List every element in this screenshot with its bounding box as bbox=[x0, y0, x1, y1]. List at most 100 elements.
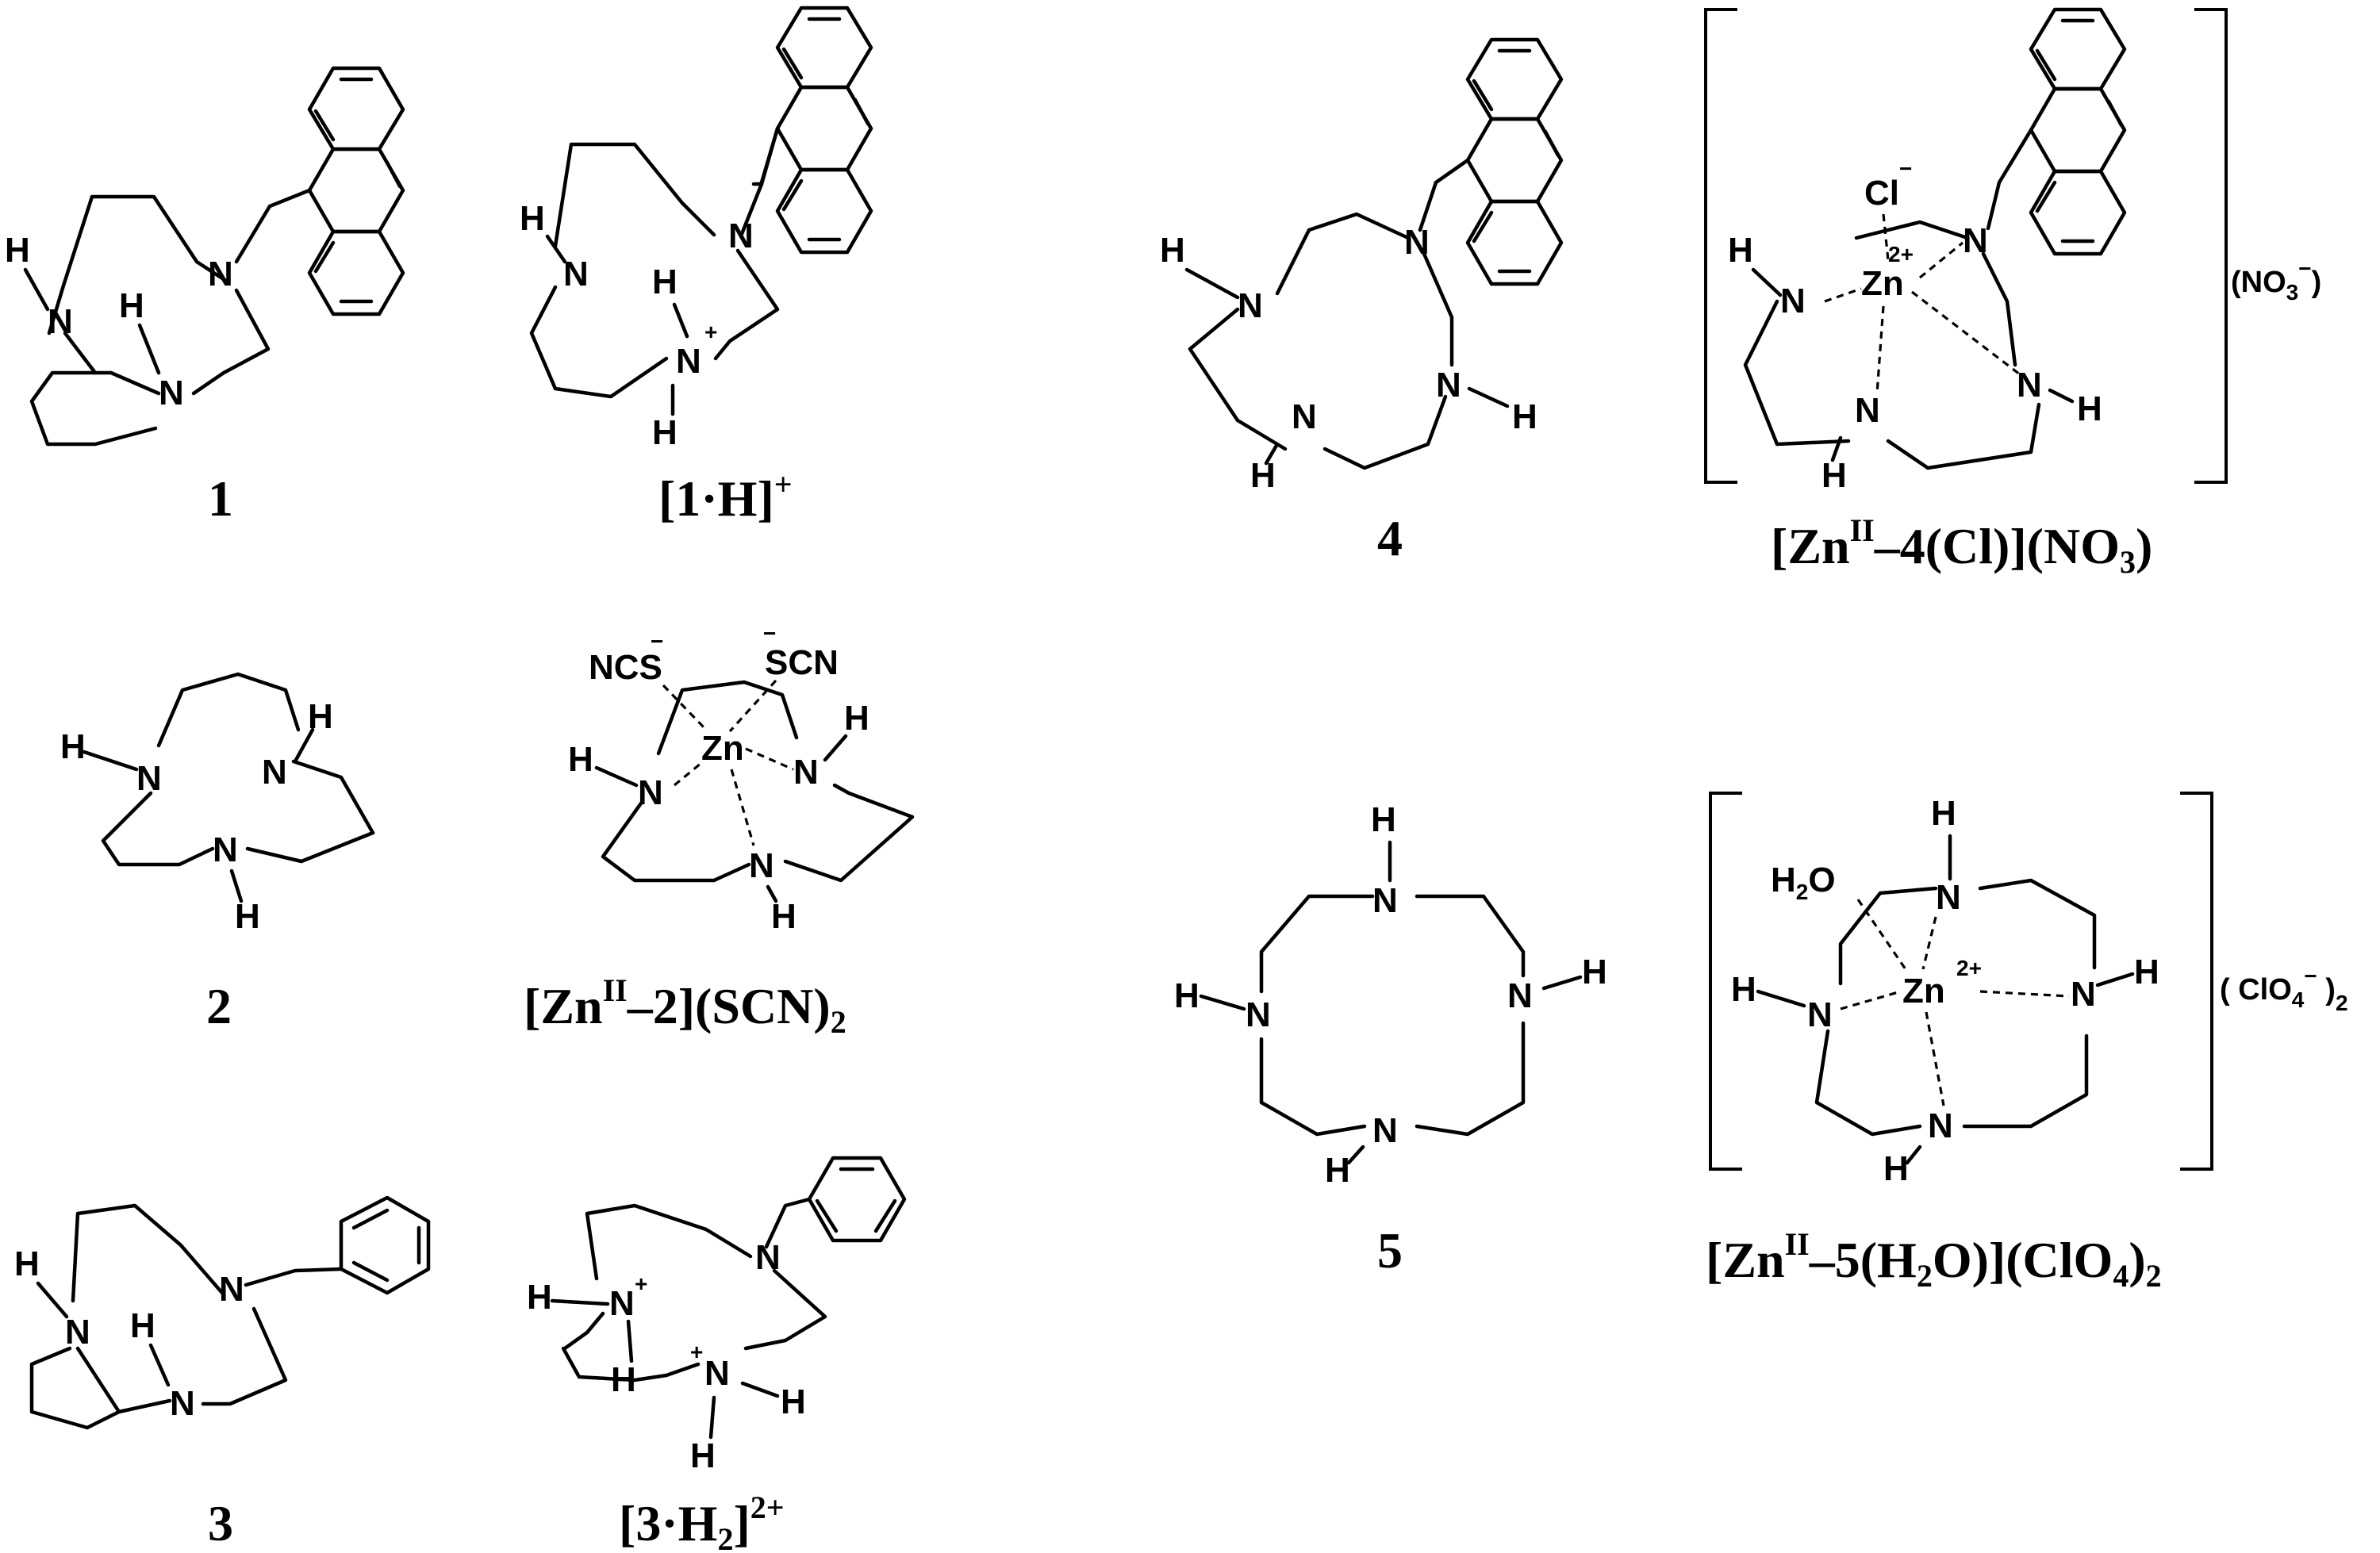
hydrogen-atom: H bbox=[130, 1306, 155, 1345]
chloride-atom: Cl bbox=[1864, 174, 1899, 213]
hydrogen-atom: H bbox=[2134, 953, 2159, 991]
hydrogen-atom: H bbox=[1174, 976, 1200, 1015]
hydrogen-atom: H bbox=[611, 1360, 636, 1399]
zinc-charge: 2+ bbox=[1956, 956, 1982, 980]
zinc-atom: Zn bbox=[701, 729, 744, 768]
nitrogen-atom: N bbox=[1372, 1111, 1398, 1150]
compound-label-1: 1 bbox=[208, 470, 233, 527]
structure-3: N N N H H bbox=[14, 1195, 431, 1430]
hydrogen-atom: H bbox=[1160, 231, 1185, 270]
compound-label-5: 5 bbox=[1377, 1222, 1403, 1279]
nitrogen-atom: N bbox=[170, 1384, 195, 1423]
plus-charge: + bbox=[690, 1340, 703, 1364]
hydrogen-atom: H bbox=[235, 897, 260, 936]
compound-label-zn2: [ZnII–2](SCN)2 bbox=[524, 972, 846, 1040]
water-ligand: H2O bbox=[1771, 861, 1836, 904]
nitrogen-atom: N bbox=[1404, 223, 1430, 262]
hydrogen-atom: H bbox=[1931, 794, 1956, 833]
hydrogen-atom: H bbox=[5, 231, 30, 270]
compound-label-zn5: [ZnII–5(H2O)](ClO4)2 bbox=[1706, 1226, 2162, 1294]
hydrogen-atom: H bbox=[520, 199, 545, 238]
nitrogen-atom: N bbox=[1246, 995, 1271, 1034]
hydrogen-atom: H bbox=[1325, 1151, 1350, 1190]
compound-label-zn4: [ZnII–4(Cl)](NO3) bbox=[1771, 512, 2152, 580]
nitrogen-atom: N bbox=[1507, 976, 1533, 1015]
nitrogen-atom: N bbox=[2017, 366, 2042, 405]
compound-label-1H: [1·H]+ bbox=[658, 466, 793, 527]
nitrogen-atom: N bbox=[48, 302, 73, 341]
nitrogen-atom: N bbox=[208, 255, 233, 293]
hydrogen-atom: H bbox=[1512, 397, 1537, 436]
zinc-atom: Zn bbox=[1861, 264, 1904, 303]
structure-3H2: N N N + + H H H H bbox=[527, 1156, 907, 1475]
hydrogen-atom: H bbox=[844, 699, 869, 738]
thiocyanate-ncs: NCS bbox=[589, 648, 662, 687]
hydrogen-atom: H bbox=[119, 286, 144, 325]
structure-1H: N N N + H H H bbox=[520, 6, 873, 452]
nitrogen-atom: N bbox=[638, 773, 663, 812]
plus-charge: + bbox=[635, 1271, 647, 1296]
nitrogen-atom: N bbox=[1436, 366, 1461, 405]
hydrogen-atom: H bbox=[60, 727, 86, 766]
minus-charge: − bbox=[1899, 156, 1912, 181]
nitrogen-atom: N bbox=[609, 1284, 635, 1323]
nitrogen-atom: N bbox=[1780, 282, 1806, 320]
nitrogen-atom: N bbox=[728, 217, 754, 255]
hydrogen-atom: H bbox=[690, 1436, 716, 1475]
hydrogen-atom: H bbox=[1728, 231, 1753, 270]
compound-label-3: 3 bbox=[208, 1495, 233, 1551]
nitrogen-atom: N bbox=[159, 374, 184, 412]
counterion-perchlorate: ( ClO4− )2 bbox=[2220, 964, 2348, 1015]
structure-5: N N N N H H H H bbox=[1174, 800, 1607, 1190]
hydrogen-atom: H bbox=[781, 1382, 806, 1421]
counterion-nitrate: (NO3−) bbox=[2231, 256, 2321, 305]
structure-zn2: N N N Zn NCS − SCN − H H H bbox=[568, 621, 915, 936]
thiocyanate-scn: SCN bbox=[765, 643, 839, 682]
hydrogen-atom: H bbox=[1250, 456, 1276, 495]
structure-zn5: N N N N Zn 2+ H2O H H H H bbox=[1709, 792, 2213, 1188]
nitrogen-atom: N bbox=[1372, 881, 1398, 920]
hydrogen-atom: H bbox=[1582, 953, 1607, 991]
structure-zn4: N N N N Zn 2+ Cl − H H H bbox=[1704, 7, 2228, 495]
nitrogen-atom: N bbox=[755, 1238, 781, 1277]
nitrogen-atom: N bbox=[2071, 975, 2096, 1014]
hydrogen-atom: H bbox=[527, 1278, 552, 1317]
hydrogen-atom: H bbox=[14, 1244, 40, 1283]
zinc-charge: 2+ bbox=[1888, 242, 1914, 267]
nitrogen-atom: N bbox=[262, 753, 287, 792]
minus-charge: − bbox=[651, 629, 663, 654]
nitrogen-atom: N bbox=[213, 830, 238, 869]
nitrogen-atom: N bbox=[1963, 221, 1988, 260]
hydrogen-atom: H bbox=[652, 263, 678, 301]
nitrogen-atom: N bbox=[1855, 391, 1880, 430]
nitrogen-atom: N bbox=[219, 1270, 244, 1309]
nitrogen-atom: N bbox=[65, 1313, 90, 1352]
minus-charge: − bbox=[763, 621, 776, 646]
hydrogen-atom: H bbox=[2077, 389, 2102, 428]
plus-charge: + bbox=[704, 320, 717, 344]
structure-2: N N N H H H bbox=[60, 672, 375, 936]
nitrogen-atom: N bbox=[1807, 995, 1833, 1034]
nitrogen-atom: N bbox=[793, 753, 819, 792]
nitrogen-atom: N bbox=[1292, 397, 1317, 436]
hydrogen-atom: H bbox=[568, 740, 593, 779]
hydrogen-atom: H bbox=[1731, 970, 1756, 1009]
hydrogen-atom: H bbox=[652, 413, 678, 452]
hydrogen-atom: H bbox=[1821, 456, 1847, 495]
nitrogen-atom: N bbox=[749, 846, 774, 885]
nitrogen-atom: N bbox=[1928, 1106, 1953, 1145]
nitrogen-atom: N bbox=[136, 759, 162, 798]
compound-label-4: 4 bbox=[1377, 510, 1403, 566]
structure-1: N N N H H bbox=[5, 66, 405, 447]
zinc-atom: Zn bbox=[1902, 972, 1945, 1010]
nitrogen-atom: N bbox=[676, 342, 701, 381]
nitrogen-atom: N bbox=[704, 1354, 730, 1393]
nitrogen-atom: N bbox=[1936, 878, 1961, 917]
hydrogen-atom: H bbox=[1371, 800, 1396, 839]
hydrogen-atom: H bbox=[1883, 1149, 1909, 1188]
nitrogen-atom: N bbox=[563, 255, 589, 293]
nitrogen-atom: N bbox=[1238, 286, 1263, 325]
structure-4: N N N N H H H bbox=[1160, 37, 1564, 495]
compound-label-2: 2 bbox=[206, 978, 232, 1034]
